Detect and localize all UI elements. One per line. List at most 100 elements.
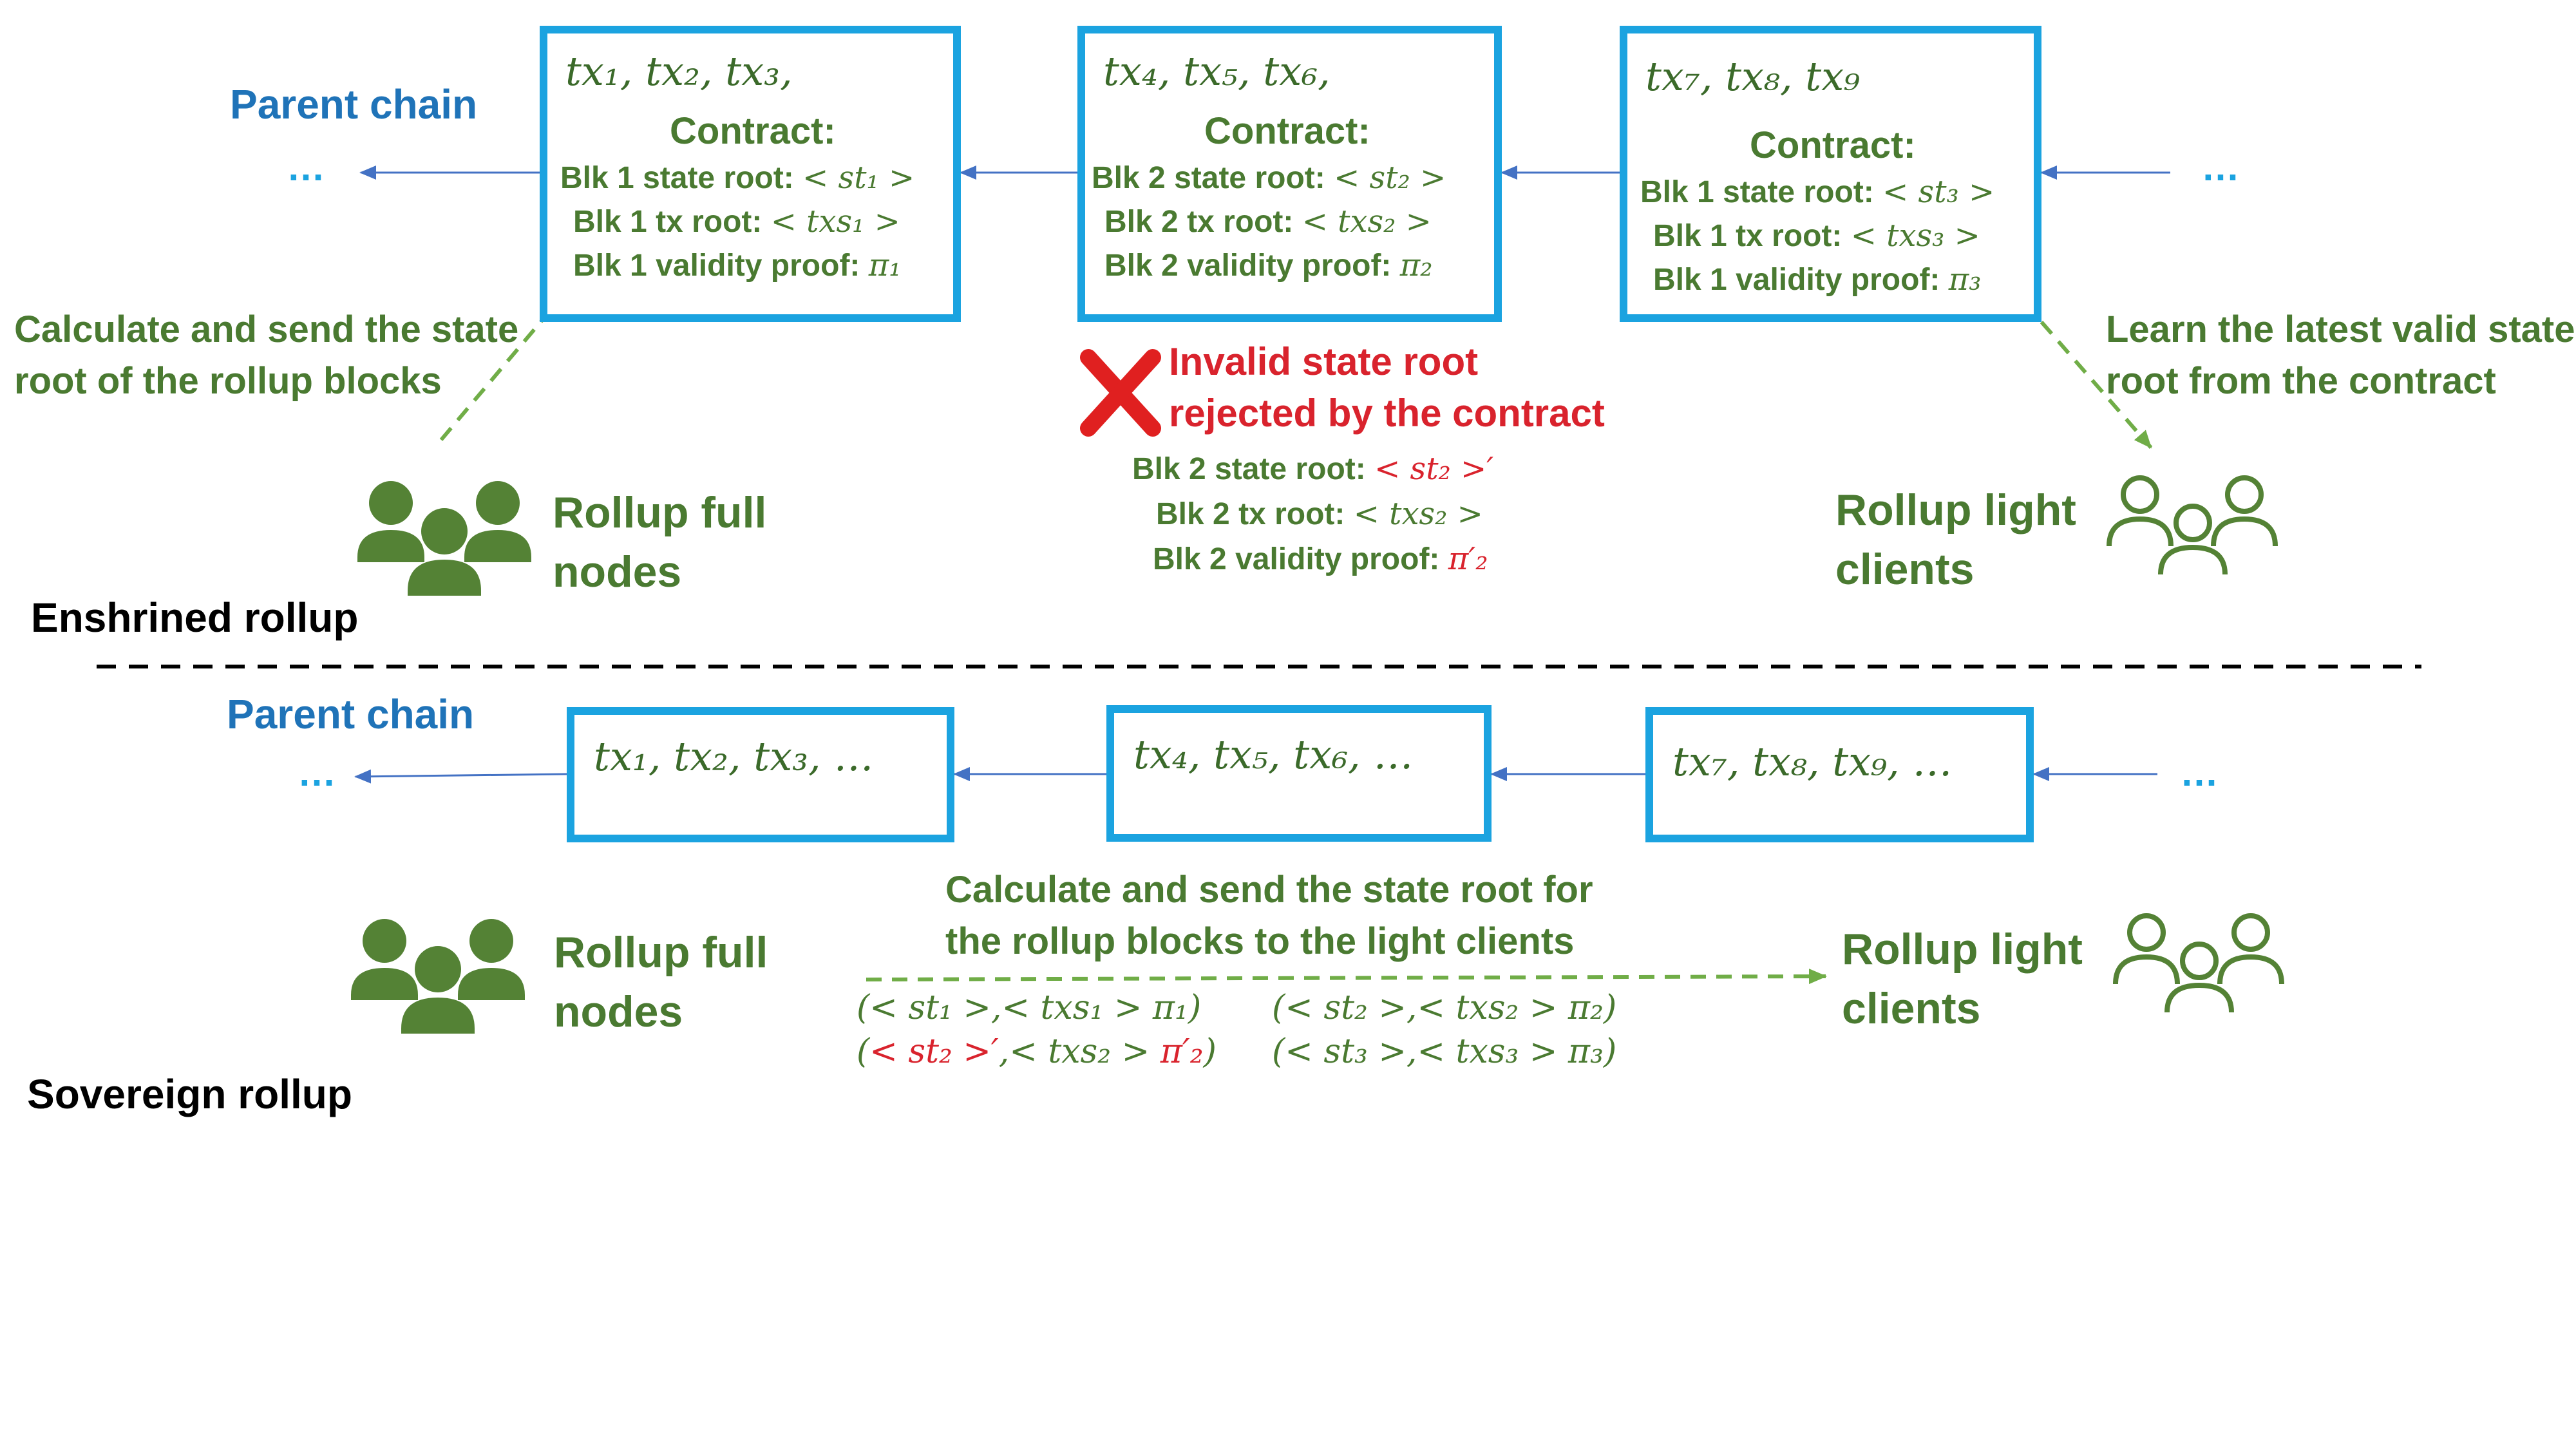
rollup-full-nodes-label: Rollup full nodes	[553, 483, 766, 601]
tuple-block-3: (< st₃ >,< txs₃ > π₃)	[1272, 1032, 1617, 1071]
contract-title: Contract:	[1204, 110, 1370, 152]
tuple-part: ,< txs₂ >	[998, 1032, 1160, 1071]
validity-proof-label: Blk 1 validity proof:	[573, 249, 869, 283]
rollup-light-clients-label: Rollup light clients	[1842, 920, 2083, 1038]
full-nodes-label-line2: nodes	[553, 547, 682, 596]
invalid-tx-root-value: < txs₂ >	[1353, 496, 1483, 532]
chain-ellipsis-left: …	[287, 146, 325, 189]
send-note-line2: the rollup blocks to the light clients	[945, 920, 1575, 962]
rollup-light-clients-label: Rollup light clients	[1835, 480, 2076, 599]
block-txs: tx₇, tx₈, tx₉, …	[1672, 738, 1953, 785]
validity-proof-value: π₂	[1399, 247, 1433, 283]
parent-chain-label: Parent chain	[230, 81, 478, 128]
light-note-line1: Learn the latest valid state	[2106, 308, 2575, 350]
validity-proof-line: Blk 1 validity proof: π₁	[573, 247, 902, 283]
section-title-enshrined: Enshrined rollup	[31, 594, 359, 641]
full-nodes-label-line2: nodes	[554, 987, 683, 1036]
full-nodes-label-line1: Rollup full	[554, 928, 768, 977]
group-solid-icon	[357, 481, 531, 596]
invalid-proof-label: Blk 2 validity proof:	[1153, 542, 1448, 576]
invalid-state-root-line: Blk 2 state root: < st₂ >′	[1132, 451, 1493, 487]
tx-root-line: Blk 1 tx root: < txs₁ >	[573, 204, 900, 240]
section-title-sovereign: Sovereign rollup	[27, 1071, 352, 1117]
invalid-state-root-label: Blk 2 state root:	[1132, 452, 1375, 486]
rollup-full-nodes-label: Rollup full nodes	[554, 923, 768, 1041]
validity-proof-label: Blk 1 validity proof:	[1653, 263, 1949, 297]
full-nodes-note: Calculate and send the state root of the…	[14, 304, 518, 407]
tx-root-label: Blk 2 tx root:	[1104, 205, 1302, 239]
state-root-line: Blk 1 state root: < st₁ >	[560, 160, 914, 196]
invalid-state-root-value: < st₂ >′	[1374, 451, 1494, 487]
group-solid-icon	[351, 919, 525, 1034]
block-txs: tx₇, tx₈, tx₉	[1645, 53, 1861, 100]
tx-root-line: Blk 1 tx root: < txs₃ >	[1653, 218, 1980, 254]
arrow-block3-to-light-clients	[2040, 321, 2153, 449]
state-root-value: < st₃ >	[1882, 174, 1995, 210]
block-txs: tx₁, tx₂, tx₃, …	[594, 733, 874, 780]
tuple-block-1: (< st₁ >,< txs₁ > π₁)	[857, 989, 1202, 1027]
group-outline-icon	[2107, 475, 2278, 575]
tuple-invalid-proof: π′₂	[1160, 1032, 1204, 1071]
block-3: tx₇, tx₈, tx₉ Contract: Blk 1 state root…	[1620, 26, 2041, 322]
light-clients-note: Learn the latest valid state root from t…	[2106, 304, 2575, 407]
full-nodes-note-line1: Calculate and send the state	[14, 308, 519, 350]
send-state-root-note: Calculate and send the state root for th…	[945, 864, 1593, 967]
parent-chain-label: Parent chain	[227, 691, 475, 737]
tx-root-label: Blk 1 tx root:	[1653, 219, 1851, 253]
block-1: tx₁, tx₂, tx₃, Contract: Blk 1 state roo…	[540, 26, 961, 322]
validity-proof-line: Blk 1 validity proof: π₃	[1653, 261, 1982, 298]
state-root-line: Blk 1 state root: < st₃ >	[1640, 174, 1994, 210]
light-label-line2: clients	[1842, 984, 1981, 1033]
light-label-line2: clients	[1835, 545, 1975, 594]
block-2: tx₄, tx₅, tx₆, Contract: Blk 2 state roo…	[1077, 26, 1502, 322]
invalid-proof-line: Blk 2 validity proof: π′₂	[1153, 541, 1488, 577]
state-root-label: Blk 1 state root:	[1640, 175, 1883, 209]
tuple-block-2-invalid: (< st₂ >′,< txs₂ > π′₂)	[857, 1032, 1217, 1071]
block-txs: tx₁, tx₂, tx₃,	[565, 48, 793, 95]
arrow-full-nodes-to-light-clients	[866, 969, 1827, 985]
tuple-block-2: (< st₂ >,< txs₂ > π₂)	[1272, 989, 1617, 1027]
tuple-part: (	[857, 1032, 870, 1071]
tuple-invalid-state-root: < st₂ >′	[869, 1032, 999, 1071]
tx-root-label: Blk 1 tx root:	[573, 205, 771, 239]
block-txs: tx₄, tx₅, tx₆, …	[1133, 731, 1414, 778]
light-note-line2: root from the contract	[2106, 360, 2496, 402]
chain-ellipsis-left: …	[298, 751, 336, 794]
s-block-3: tx₇, tx₈, tx₉, …	[1645, 707, 2034, 842]
validity-proof-value: π₃	[1948, 261, 1982, 298]
invalid-note-line2: rejected by the contract	[1169, 392, 1605, 435]
invalid-proof-value: π′₂	[1448, 541, 1488, 577]
tuple-part: )	[1203, 1032, 1217, 1071]
validity-proof-value: π₁	[868, 247, 902, 283]
block-txs: tx₄, tx₅, tx₆,	[1103, 48, 1331, 95]
chain-ellipsis-right: …	[2180, 751, 2219, 794]
s-block-1: tx₁, tx₂, tx₃, …	[567, 707, 954, 842]
contract-title: Contract:	[670, 110, 836, 152]
state-root-line: Blk 2 state root: < st₂ >	[1092, 160, 1446, 196]
tx-root-value: < txs₂ >	[1302, 204, 1432, 240]
contract-title: Contract:	[1750, 124, 1916, 166]
s-block-2: tx₄, tx₅, tx₆, …	[1106, 705, 1492, 842]
state-root-label: Blk 2 state root:	[1092, 161, 1334, 195]
full-nodes-label-line1: Rollup full	[553, 488, 767, 537]
light-label-line1: Rollup light	[1835, 486, 2076, 535]
full-nodes-note-line2: root of the rollup blocks	[14, 360, 442, 402]
tx-root-value: < txs₁ >	[770, 204, 900, 240]
invalid-state-root-note: Invalid state root rejected by the contr…	[1169, 336, 1605, 439]
tx-root-line: Blk 2 tx root: < txs₂ >	[1104, 204, 1432, 240]
red-x-icon	[1080, 349, 1161, 437]
state-root-label: Blk 1 state root:	[560, 161, 803, 195]
validity-proof-line: Blk 2 validity proof: π₂	[1104, 247, 1433, 283]
light-label-line1: Rollup light	[1842, 925, 2083, 974]
invalid-tx-root-label: Blk 2 tx root:	[1156, 497, 1354, 531]
state-root-value: < st₁ >	[802, 160, 915, 196]
send-note-line1: Calculate and send the state root for	[945, 869, 1593, 911]
group-outline-icon	[2113, 913, 2284, 1013]
state-root-value: < st₂ >	[1334, 160, 1446, 196]
s-arrow-block1-to-dots	[354, 769, 567, 784]
validity-proof-label: Blk 2 validity proof:	[1104, 249, 1400, 283]
invalid-tx-root-line: Blk 2 tx root: < txs₂ >	[1156, 496, 1483, 532]
invalid-note-line1: Invalid state root	[1169, 340, 1479, 383]
tx-root-value: < txs₃ >	[1850, 218, 1980, 254]
